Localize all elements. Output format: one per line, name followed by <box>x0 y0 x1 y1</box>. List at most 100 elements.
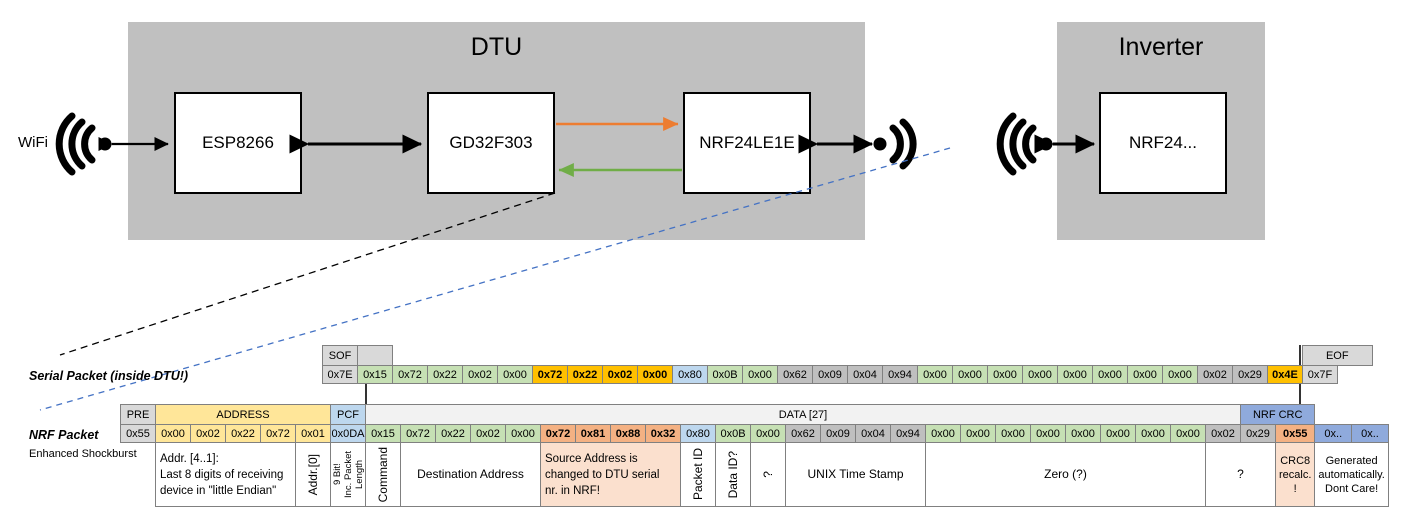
serial-byte-cell: 0x94 <box>882 365 918 384</box>
inverter-title: Inverter <box>1118 33 1204 61</box>
enhanced-shockburst-label: Enhanced Shockburst <box>29 448 137 460</box>
chip-esp8266: ESP8266 <box>174 92 302 194</box>
inverter-enclosure: Inverter <box>1057 22 1265 240</box>
nrf-header-cell: NRF CRC <box>1239 404 1316 425</box>
serial-byte-cell: 0x72 <box>532 365 568 384</box>
nrf-byte-cell: 0x94 <box>890 424 926 443</box>
serial-byte-cell: 0x29 <box>1232 365 1268 384</box>
serial-byte-cell: 0x62 <box>777 365 813 384</box>
nrf-byte-cell: 0x02 <box>190 424 226 443</box>
nrf-header-cell: PRE <box>120 404 156 425</box>
serial-byte-cell: 0x22 <box>427 365 463 384</box>
desc-command: Command <box>365 442 401 507</box>
nrf-packet-label: NRF Packet <box>29 428 99 442</box>
serial-byte-cell: 0x02 <box>1197 365 1233 384</box>
serial-byte-cell: 0x00 <box>1022 365 1058 384</box>
serial-byte-cell: 0x0B <box>707 365 743 384</box>
nrf-byte-cell: 0x00 <box>1135 424 1171 443</box>
serial-byte-cell: 0x00 <box>742 365 778 384</box>
serial-byte-cell: 0x7E <box>322 365 358 384</box>
serial-packet-label: Serial Packet (inside DTU!) <box>29 369 189 383</box>
serial-bytes-tail <box>1338 366 1373 384</box>
serial-byte-cell: 0x02 <box>462 365 498 384</box>
block-diagram: DTU Inverter ESP8266 GD32F303 NRF24LE1E … <box>0 0 1406 260</box>
nrf-byte-cell: 0x15 <box>365 424 401 443</box>
desc-pre <box>121 443 156 507</box>
serial-byte-cell: 0x00 <box>1127 365 1163 384</box>
serial-byte-cell: 0x00 <box>917 365 953 384</box>
serial-byte-cell: 0x00 <box>1057 365 1093 384</box>
serial-byte-cell: 0x22 <box>567 365 603 384</box>
nrf-byte-cell: 0x00 <box>1100 424 1136 443</box>
nrf-byte-cell: 0x.. <box>1351 424 1389 443</box>
desc-destination-address: Destination Address <box>400 442 541 507</box>
nrf-data-header: DATA [27] <box>365 404 1241 425</box>
nrf-byte-cell: 0x80 <box>680 424 716 443</box>
nrf-byte-cell: 0x00 <box>750 424 786 443</box>
nrf-byte-cell: 0x00 <box>1030 424 1066 443</box>
nrf-byte-cell: 0x00 <box>925 424 961 443</box>
dtu-title: DTU <box>470 33 523 61</box>
chip-gd32f303: GD32F303 <box>427 92 555 194</box>
nrf-byte-cell: 0x00 <box>1065 424 1101 443</box>
nrf-byte-cell: 0x72 <box>260 424 296 443</box>
packet-area: Serial Packet (inside DTU!) NRF Packet E… <box>0 262 1406 523</box>
nrf-byte-cell: 0x55 <box>120 424 156 443</box>
serial-sof-header-pad <box>357 345 393 366</box>
nrf-byte-cell: 0x00 <box>995 424 1031 443</box>
serial-sof-header: SOF <box>322 345 358 366</box>
nrf-byte-cell: 0x72 <box>400 424 436 443</box>
serial-byte-cell: 0x00 <box>952 365 988 384</box>
nrf-byte-cell: 0x01 <box>295 424 331 443</box>
nrf-header-cell: PCF <box>330 404 366 425</box>
chip-nrf24: NRF24... <box>1099 92 1227 194</box>
nrf-byte-cell: 0x04 <box>855 424 891 443</box>
serial-byte-cell: 0x00 <box>1162 365 1198 384</box>
chip-nrf24le1e: NRF24LE1E <box>683 92 811 194</box>
serial-byte-cell: 0x00 <box>1092 365 1128 384</box>
serial-byte-cell: 0x15 <box>357 365 393 384</box>
nrf-byte-cell: 0x32 <box>645 424 681 443</box>
desc-zero: Zero (?) <box>925 442 1206 507</box>
nrf-byte-cell: 0x0B <box>715 424 751 443</box>
serial-byte-cell: 0x00 <box>987 365 1023 384</box>
desc-data-id: Data ID? <box>715 442 751 507</box>
nrf-byte-cell: 0x00 <box>155 424 191 443</box>
desc-addr0: Addr.[0] <box>295 442 331 507</box>
nrf-byte-cell: 0x72 <box>540 424 576 443</box>
nrf-byte-cell: 0x22 <box>225 424 261 443</box>
nrf-byte-cell: 0x00 <box>1170 424 1206 443</box>
nrf-byte-cell: 0x09 <box>820 424 856 443</box>
serial-byte-cell: 0x09 <box>812 365 848 384</box>
nrf-byte-cell: 0x.. <box>1314 424 1353 443</box>
serial-byte-cell: 0x72 <box>392 365 428 384</box>
nrf-byte-cell: 0x22 <box>435 424 471 443</box>
nrf-byte-cell: 0x62 <box>785 424 821 443</box>
nrf-byte-cell: 0x02 <box>470 424 506 443</box>
serial-byte-cell: 0x04 <box>847 365 883 384</box>
serial-byte-cell: 0x00 <box>637 365 673 384</box>
nrf-byte-cell: 0x88 <box>610 424 646 443</box>
nrf-byte-cell: 0x02 <box>1205 424 1241 443</box>
nrf-header-cell: ADDRESS <box>155 404 331 425</box>
serial-eof-header: EOF <box>1302 345 1373 366</box>
serial-byte-cell: 0x7F <box>1302 365 1338 384</box>
nrf-byte-cell: 0x00 <box>960 424 996 443</box>
serial-header-row: SOF EOF <box>322 345 1373 366</box>
desc-unknown-1: ? <box>750 442 786 507</box>
nrf-byte-cell: 0x0DA <box>330 424 366 443</box>
nrf-byte-cell: 0x00 <box>505 424 541 443</box>
desc-unix-time-stamp: UNIX Time Stamp <box>785 442 926 507</box>
desc-unknown-2: ? <box>1205 442 1276 507</box>
desc-packet-id: Packet ID <box>680 442 716 507</box>
